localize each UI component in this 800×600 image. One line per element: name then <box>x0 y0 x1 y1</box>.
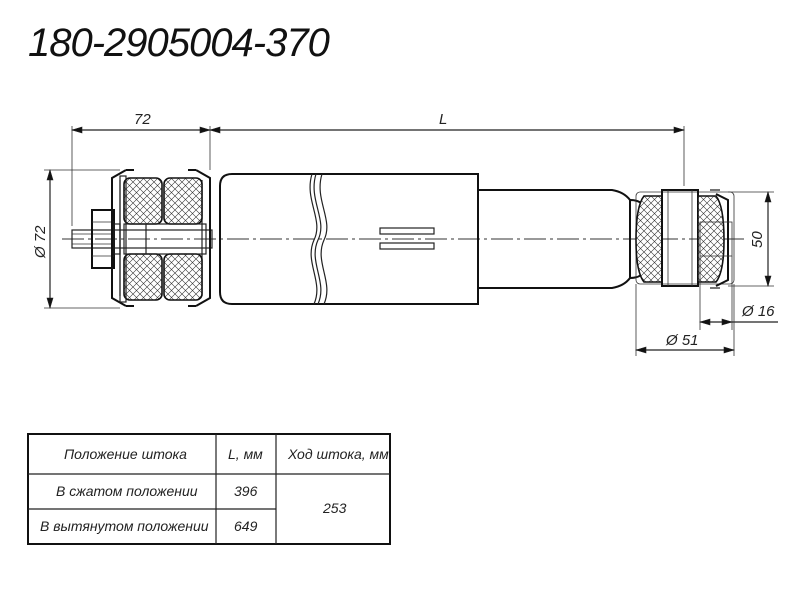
table-row-compressed-length: 396 <box>234 483 258 499</box>
part-number-title: 180-2905004-370 <box>28 21 330 65</box>
eye-bushing <box>629 189 735 289</box>
dim-dia51-label: Ø 51 <box>665 332 699 349</box>
shock-body <box>219 173 631 305</box>
dim-L-label: L <box>439 111 447 128</box>
stroke-table <box>27 433 391 545</box>
table-header-length: L, мм <box>228 446 263 462</box>
dim-dia72-label: Ø 72 <box>32 225 49 259</box>
table-row-extended-label: В вытянутом положении <box>40 518 209 534</box>
dimensions <box>44 126 778 356</box>
dim-50-label: 50 <box>749 231 766 248</box>
dim-dia16-label: Ø 16 <box>741 303 775 320</box>
table-row-compressed-label: В сжатом положении <box>56 483 198 499</box>
dim-72-label: 72 <box>134 111 151 128</box>
table-header-stroke: Ход штока, мм <box>287 446 389 462</box>
table-header-position: Положение штока <box>64 446 187 462</box>
table-stroke-value: 253 <box>322 500 347 516</box>
table-row-extended-length: 649 <box>234 518 258 534</box>
rod-end-mount <box>71 169 213 307</box>
